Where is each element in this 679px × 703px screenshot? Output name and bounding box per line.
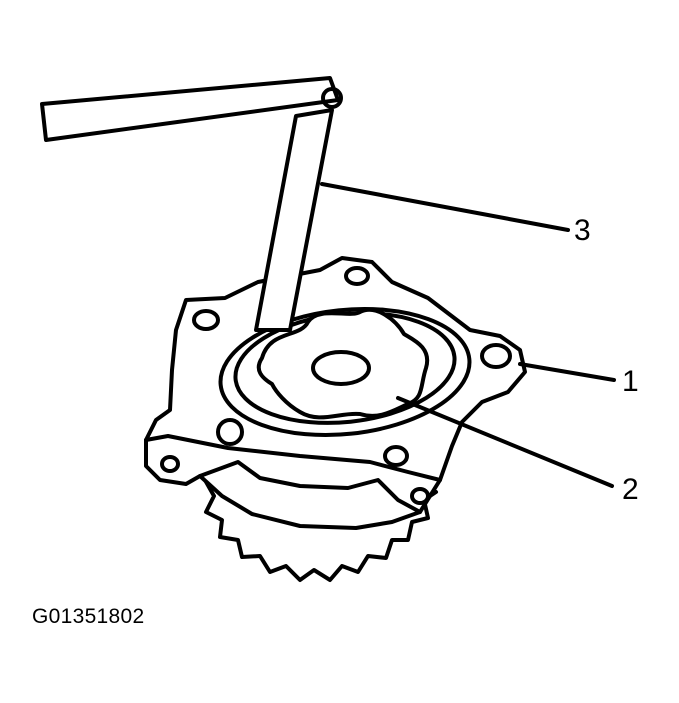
leader-line-1 <box>518 362 616 382</box>
leader-line-2 <box>396 396 614 488</box>
inner-rotor <box>256 308 430 420</box>
mounting-hole-flange <box>160 455 180 473</box>
straightedge-pivot <box>321 87 343 109</box>
flange-edge <box>198 460 422 514</box>
mounting-hole-bottom <box>383 445 409 467</box>
straightedge-blade <box>254 108 334 332</box>
callout-3: 3 <box>574 214 591 247</box>
rotor-hub-hole <box>311 350 371 386</box>
mounting-hole-top <box>344 266 370 286</box>
mounting-hole-lower <box>410 487 430 505</box>
figure-id: G01351802 <box>32 605 145 628</box>
mounting-flange <box>144 434 442 482</box>
callout-2: 2 <box>622 473 639 506</box>
mounting-hole-left-mid <box>216 418 244 446</box>
straightedge-bar <box>40 76 340 142</box>
mounting-hole-right <box>480 343 512 369</box>
callout-1: 1 <box>622 365 639 398</box>
leader-line-3 <box>320 182 570 232</box>
rotor-chamber-outer <box>218 306 472 438</box>
mounting-hole-left-top <box>192 309 220 331</box>
